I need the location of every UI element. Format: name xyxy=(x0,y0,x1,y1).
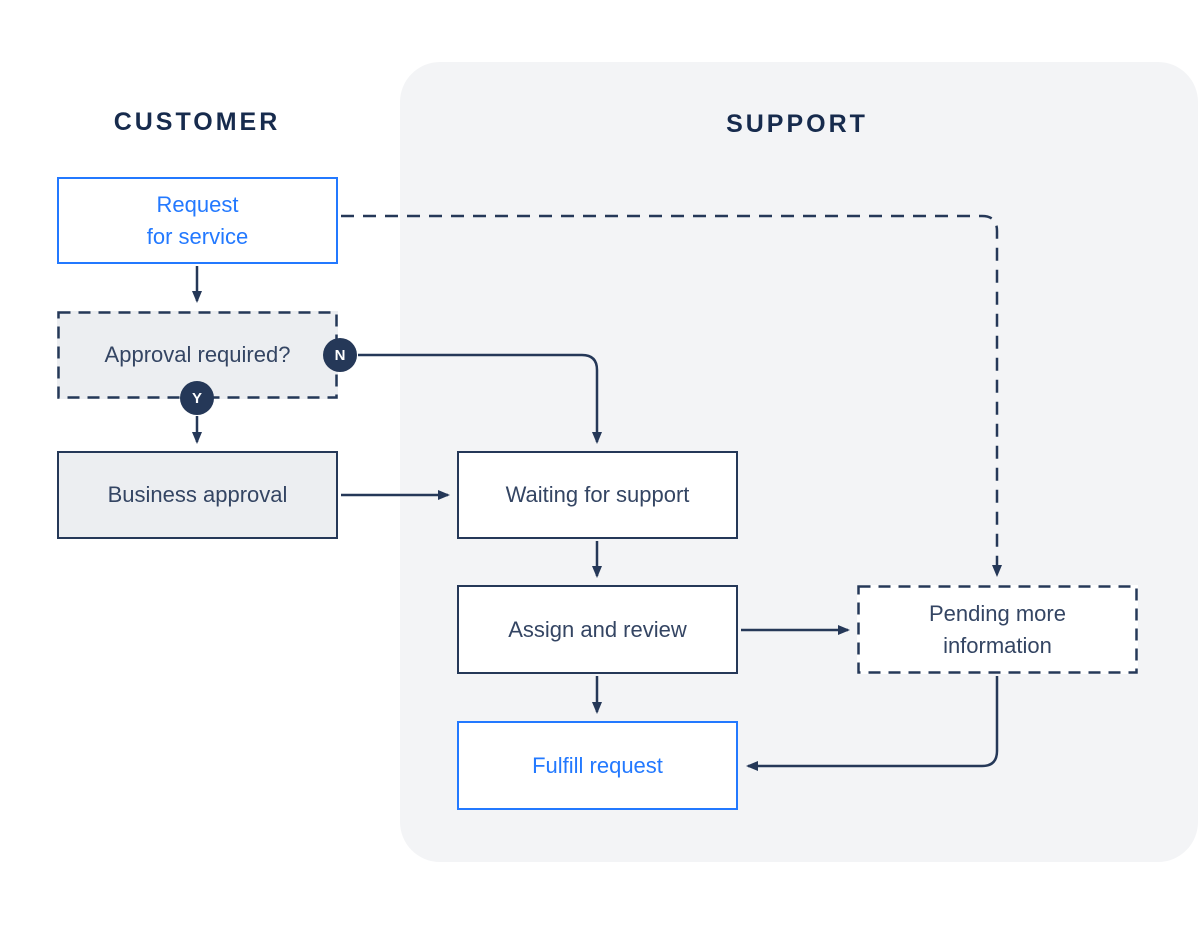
node-request-for-service: Request for service xyxy=(57,177,338,264)
node-label: Pending more information xyxy=(929,600,1066,658)
node-label: Assign and review xyxy=(508,616,687,642)
support-lane-title: SUPPORT xyxy=(726,110,868,138)
node-pending-more-information: Pending more information xyxy=(857,585,1138,674)
node-fulfill-request: Fulfill request xyxy=(457,721,738,810)
customer-lane-title: CUSTOMER xyxy=(113,108,281,136)
node-label: Fulfill request xyxy=(532,752,663,778)
decision-no-badge: N xyxy=(323,338,357,372)
node-waiting-for-support: Waiting for support xyxy=(457,451,738,539)
node-assign-and-review: Assign and review xyxy=(457,585,738,674)
node-label: Approval required? xyxy=(104,342,291,367)
node-business-approval: Business approval xyxy=(57,451,338,539)
node-label: Business approval xyxy=(107,482,288,507)
decision-yes-badge: Y xyxy=(180,381,214,415)
node-label: Request for service xyxy=(146,191,249,249)
node-label: Waiting for support xyxy=(505,482,690,507)
